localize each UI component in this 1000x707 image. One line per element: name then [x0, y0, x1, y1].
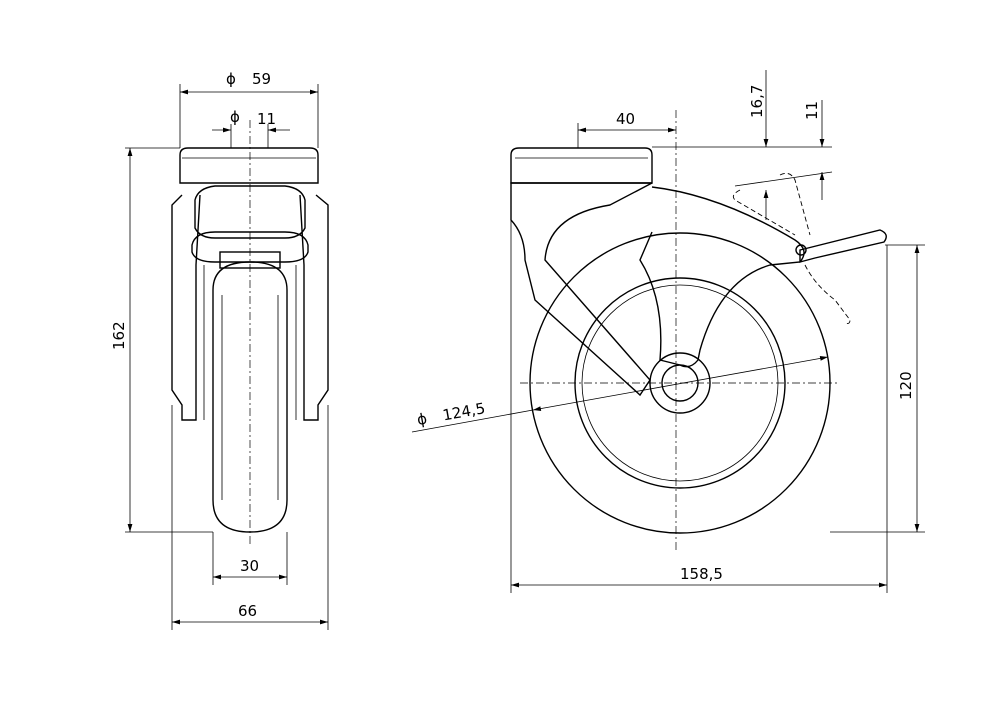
- side-view: 40 16,7 11 120 158,5 ϕ 124,5: [411, 70, 925, 593]
- dim-phi-59-symbol: ϕ: [226, 70, 236, 88]
- brake-pedal: [799, 229, 887, 263]
- dim-11: 11: [257, 110, 276, 128]
- dim-30: 30: [240, 557, 259, 575]
- dim-120: 120: [897, 371, 915, 400]
- front-view: ϕ 59 ϕ 11 162 30 66: [110, 70, 329, 630]
- dim-11-brake: 11: [803, 101, 821, 120]
- dim-124-5: 124,5: [441, 399, 486, 424]
- dim-162: 162: [110, 321, 128, 350]
- fork-side: [510, 182, 653, 397]
- dim-59: 59: [252, 70, 271, 88]
- dim-16-7: 16,7: [748, 85, 766, 118]
- dim-66: 66: [238, 602, 257, 620]
- dim-phi-11-symbol: ϕ: [230, 108, 240, 126]
- fork-outline: [171, 194, 329, 421]
- brake-pivot: [795, 244, 807, 256]
- dim-phi-124-5-symbol: ϕ: [416, 409, 429, 428]
- front-wheel: [212, 261, 288, 533]
- dim-158-5: 158,5: [680, 565, 723, 583]
- top-plate: [179, 147, 319, 184]
- dim-40: 40: [616, 110, 635, 128]
- side-top-plate: [510, 147, 653, 184]
